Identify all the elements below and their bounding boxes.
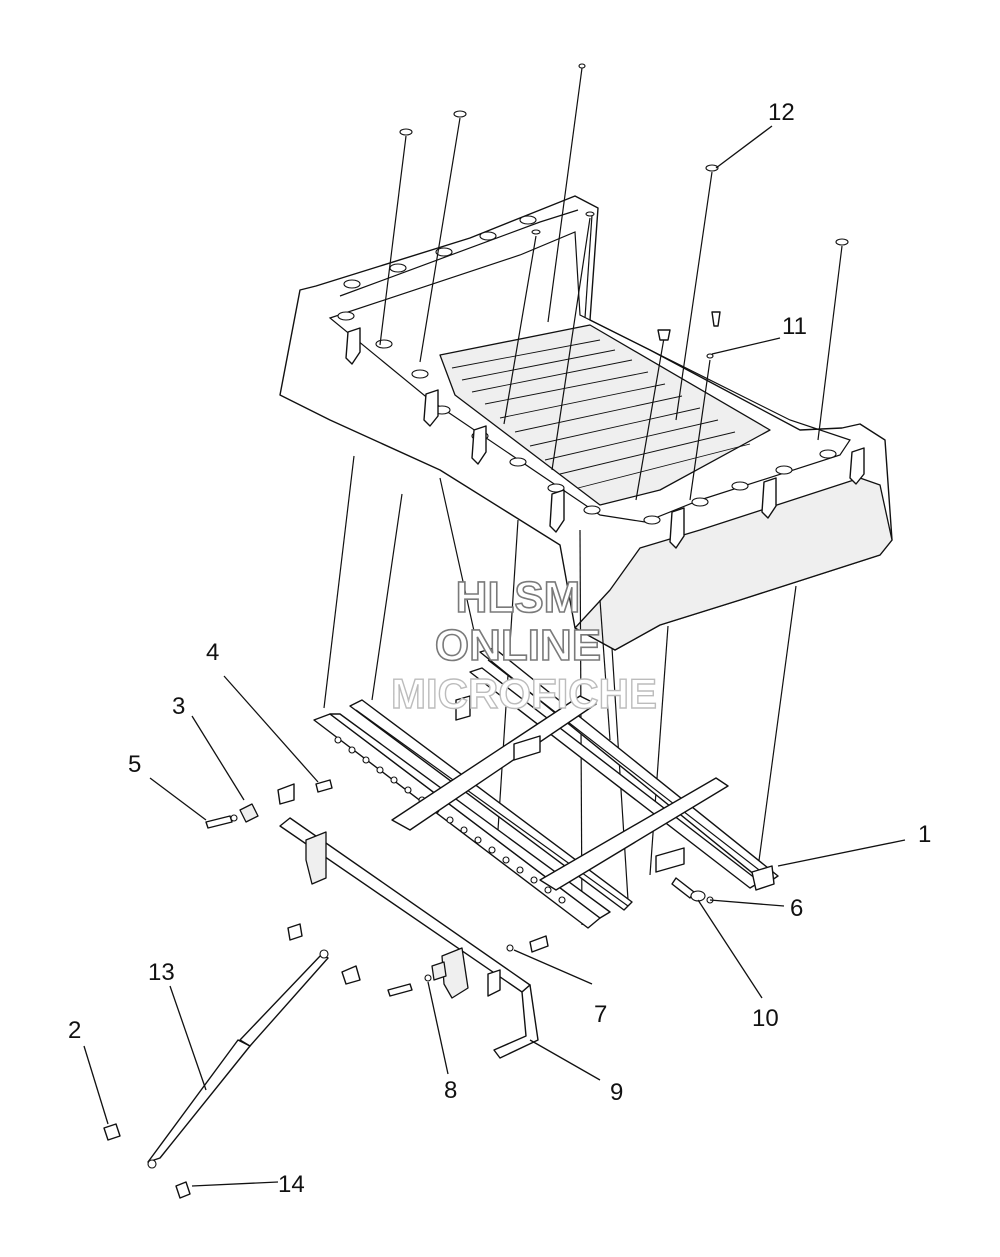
hardware <box>103 779 714 1199</box>
callout-2: 2 <box>68 1017 81 1044</box>
callout-1: 1 <box>918 821 931 848</box>
callout-14: 14 <box>278 1171 305 1198</box>
callout-7: 7 <box>594 1001 607 1028</box>
callout-4: 4 <box>206 639 219 666</box>
watermark: HLSM ONLINE MICROFICHE <box>390 572 657 718</box>
fastener-pins <box>379 63 849 501</box>
watermark-line3: MICROFICHE <box>391 670 657 717</box>
callout-12: 12 <box>768 99 795 126</box>
seat-frame <box>313 647 779 929</box>
lever-rod <box>279 817 539 1059</box>
watermark-line1: HLSM <box>456 573 581 622</box>
seat-shell <box>279 195 893 651</box>
callout-10: 10 <box>752 1005 779 1032</box>
callout-6: 6 <box>790 895 803 922</box>
callout-8: 8 <box>444 1077 457 1104</box>
watermark-line2: ONLINE <box>435 621 601 670</box>
gas-spring <box>147 949 329 1169</box>
leader-lines <box>83 125 906 1187</box>
callout-11: 11 <box>782 313 807 340</box>
callout-5: 5 <box>128 751 141 778</box>
seat-ribs <box>451 339 751 489</box>
callout-9: 9 <box>610 1079 623 1106</box>
callout-13: 13 <box>148 959 175 986</box>
rim-clips <box>345 327 865 549</box>
callout-labels: 1 2 3 4 5 6 7 8 9 10 11 12 13 14 <box>68 99 931 1198</box>
rail-holes <box>334 736 566 904</box>
callout-3: 3 <box>172 693 185 720</box>
